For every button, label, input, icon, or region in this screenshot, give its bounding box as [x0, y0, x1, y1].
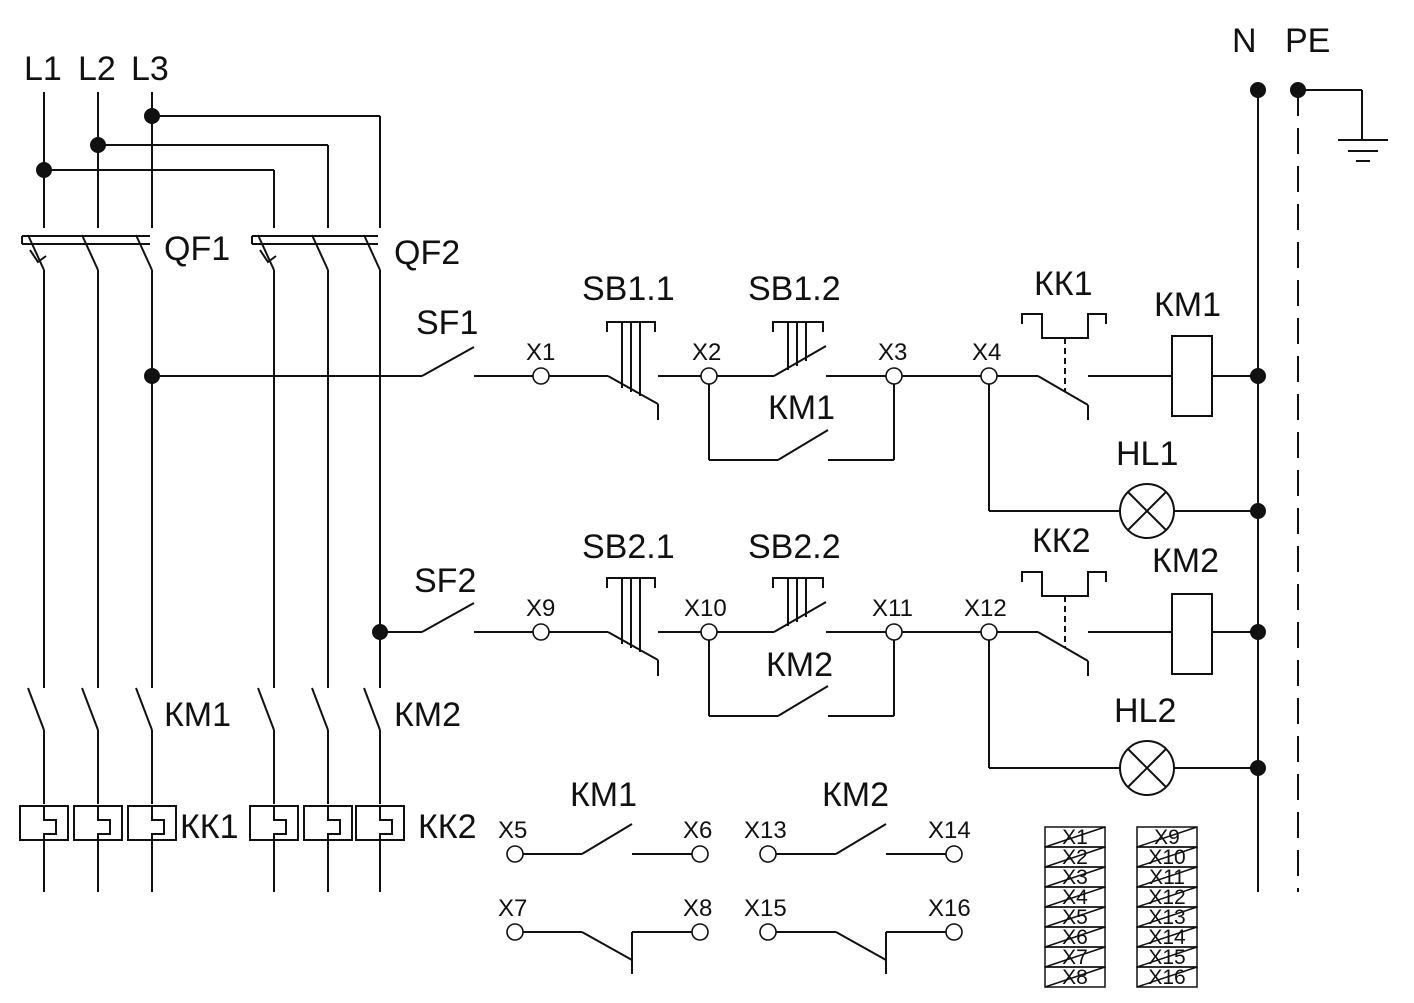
terminal-x13-label: X13 — [744, 817, 787, 844]
ground-icon — [1338, 139, 1388, 162]
terminal-cell-label: X1 — [1062, 826, 1088, 849]
kk2-contact-label: КК2 — [1032, 522, 1091, 560]
terminal-cell-label: X10 — [1148, 846, 1185, 869]
terminal-cell-diagonal — [1136, 846, 1198, 868]
terminal-x3-label: X3 — [878, 339, 907, 366]
terminal-cell-label: X8 — [1062, 966, 1088, 989]
terminal-x14-label: X14 — [928, 817, 971, 844]
terminal-cell-label: X7 — [1062, 946, 1088, 969]
terminal-cell-diagonal — [1136, 886, 1198, 908]
km1-main-label: КМ1 — [164, 696, 231, 734]
qf2-label: QF2 — [394, 234, 460, 272]
km1-coil-label: КМ1 — [1154, 286, 1221, 324]
terminal-cell-label: X11 — [1149, 866, 1185, 889]
bus-l1-label: L1 — [24, 50, 62, 88]
terminal-x1-label: X1 — [526, 339, 555, 366]
terminal-cell-diagonal — [1136, 906, 1198, 928]
terminal-cell-diagonal — [1044, 826, 1106, 848]
pe-bus — [1290, 82, 1363, 892]
terminal-x8-label: X8 — [683, 895, 712, 922]
terminal-cell-label: X2 — [1062, 846, 1088, 869]
terminal-x7-label: X7 — [498, 895, 527, 922]
terminal-cell-diagonal — [1136, 826, 1198, 848]
sb2-1-label: SB2.1 — [582, 528, 675, 566]
terminal-cell-label: X5 — [1062, 906, 1088, 929]
power-circuit-2 — [249, 116, 405, 892]
terminal-cell-label: X12 — [1148, 886, 1185, 909]
terminal-cell-diagonal — [1044, 946, 1106, 968]
km2-main-label: КМ2 — [394, 696, 461, 734]
terminal-x9-label: X9 — [526, 595, 555, 622]
terminal-cell-label: X13 — [1148, 906, 1185, 929]
bus-l3-label: L3 — [131, 50, 169, 88]
terminal-cell-label: X3 — [1062, 866, 1088, 889]
aux-contacts — [506, 823, 963, 974]
kk1-contact-label: КК1 — [1034, 265, 1093, 303]
control-circuit-1 — [144, 313, 1266, 539]
km2-hold-label: КМ2 — [766, 646, 833, 684]
terminal-cell-label: X15 — [1148, 946, 1185, 969]
terminal-x12-label: X12 — [964, 595, 1007, 622]
hl2-label: HL2 — [1114, 692, 1176, 730]
sb1-1-label: SB1.1 — [582, 270, 675, 308]
terminal-x10-label: X10 — [684, 595, 727, 622]
terminal-x5-label: X5 — [498, 817, 527, 844]
sb2-2-label: SB2.2 — [748, 528, 841, 566]
hl1-label: HL1 — [1116, 435, 1178, 473]
terminal-cell-diagonal — [1136, 926, 1198, 948]
sb1-2-label: SB1.2 — [748, 270, 841, 308]
terminal-cell-diagonal — [1044, 846, 1106, 868]
km1-hold-label: КМ1 — [768, 389, 835, 427]
terminal-x4-label: X4 — [972, 339, 1001, 366]
km1-aux-label: КМ1 — [570, 776, 637, 814]
terminal-x6-label: X6 — [683, 817, 712, 844]
terminal-cell-diagonal — [1044, 926, 1106, 948]
terminal-cell-label: X14 — [1148, 926, 1186, 949]
bus-n-label: N — [1232, 22, 1257, 60]
terminal-cell-diagonal — [1044, 886, 1106, 908]
kk2-heater-label: КК2 — [418, 808, 477, 846]
km2-coil-label: КМ2 — [1152, 542, 1219, 580]
terminal-cell-diagonal — [1044, 966, 1106, 988]
terminal-cell-label: X16 — [1148, 966, 1185, 989]
control-circuit-2 — [372, 571, 1266, 796]
terminal-cell-label: X6 — [1062, 926, 1088, 949]
terminal-cell-diagonal — [1136, 946, 1198, 968]
terminal-x15-label: X15 — [744, 895, 787, 922]
sf2-label: SF2 — [414, 562, 476, 600]
terminal-cell-diagonal — [1136, 866, 1198, 888]
qf1-label: QF1 — [164, 230, 230, 268]
terminal-cell-diagonal — [1136, 966, 1198, 988]
terminal-cell — [1136, 966, 1198, 988]
terminal-cell — [1044, 966, 1106, 988]
power-circuit-1 — [19, 92, 177, 892]
bus-l2-label: L2 — [78, 50, 116, 88]
kk1-heater-label: КК1 — [180, 808, 239, 846]
terminal-x16-label: X16 — [928, 895, 971, 922]
km2-aux-label: КМ2 — [822, 776, 889, 814]
terminal-cell-label: X4 — [1062, 886, 1088, 909]
terminal-cell-label: X9 — [1154, 826, 1180, 849]
terminal-cell-diagonal — [1044, 866, 1106, 888]
bus-pe-label: PE — [1285, 22, 1330, 60]
neutral-bus — [1250, 82, 1266, 892]
terminal-x11-label: X11 — [872, 595, 913, 622]
sf1-label: SF1 — [416, 304, 478, 342]
bus-taps — [36, 108, 380, 178]
terminal-cell-diagonal — [1044, 906, 1106, 928]
terminal-x2-label: X2 — [692, 339, 721, 366]
